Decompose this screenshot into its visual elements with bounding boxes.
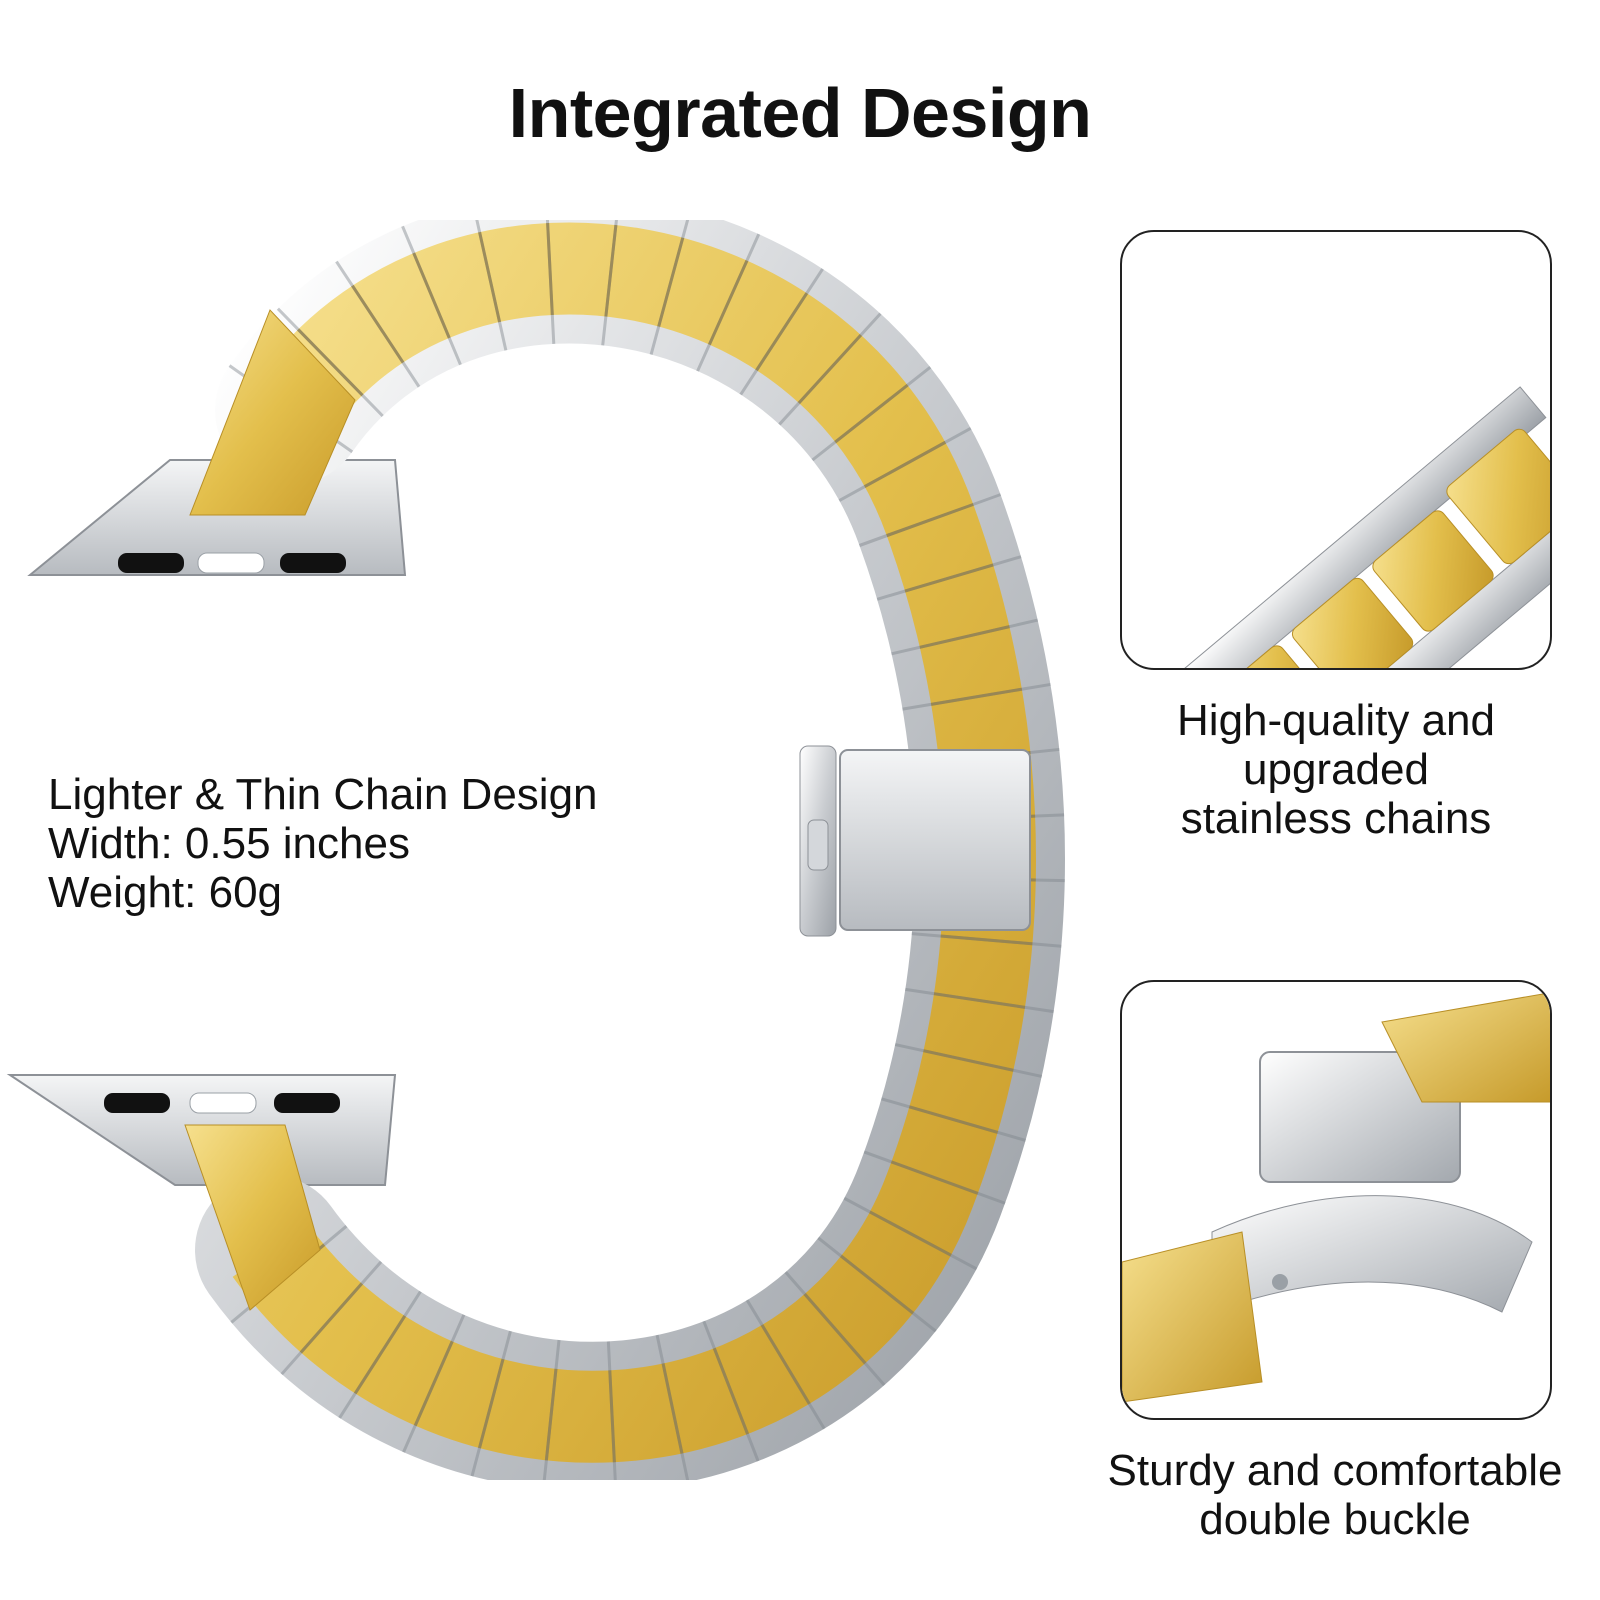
buckle-detail-photo	[1120, 980, 1552, 1420]
buckle-caption-line-1: Sturdy and comfortable	[1107, 1446, 1563, 1495]
spec-line-width: Width: 0.55 inches	[48, 819, 410, 868]
chain-caption: High-quality and upgraded stainless chai…	[1120, 696, 1552, 843]
chain-caption-line-3: stainless chains	[1180, 794, 1492, 843]
spec-line-design: Lighter & Thin Chain Design	[48, 770, 598, 819]
bottom-lug-links	[184, 1124, 321, 1311]
chain-caption-line-1: High-quality and	[1177, 696, 1495, 745]
chain-caption-line-2: upgraded	[1243, 745, 1429, 794]
watch-band-image	[6, 220, 1065, 1480]
buckle-clasp	[799, 745, 1031, 937]
spec-list: Lighter & Thin Chain Design Width: 0.55 …	[48, 770, 598, 917]
chain-detail-photo	[1120, 230, 1552, 670]
top-lug-links	[189, 309, 356, 516]
buckle-caption: Sturdy and comfortable double buckle	[1080, 1446, 1590, 1544]
spec-line-weight: Weight: 60g	[48, 868, 283, 917]
page-title: Integrated Design	[508, 74, 1092, 152]
buckle-caption-line-2: double buckle	[1199, 1495, 1471, 1544]
